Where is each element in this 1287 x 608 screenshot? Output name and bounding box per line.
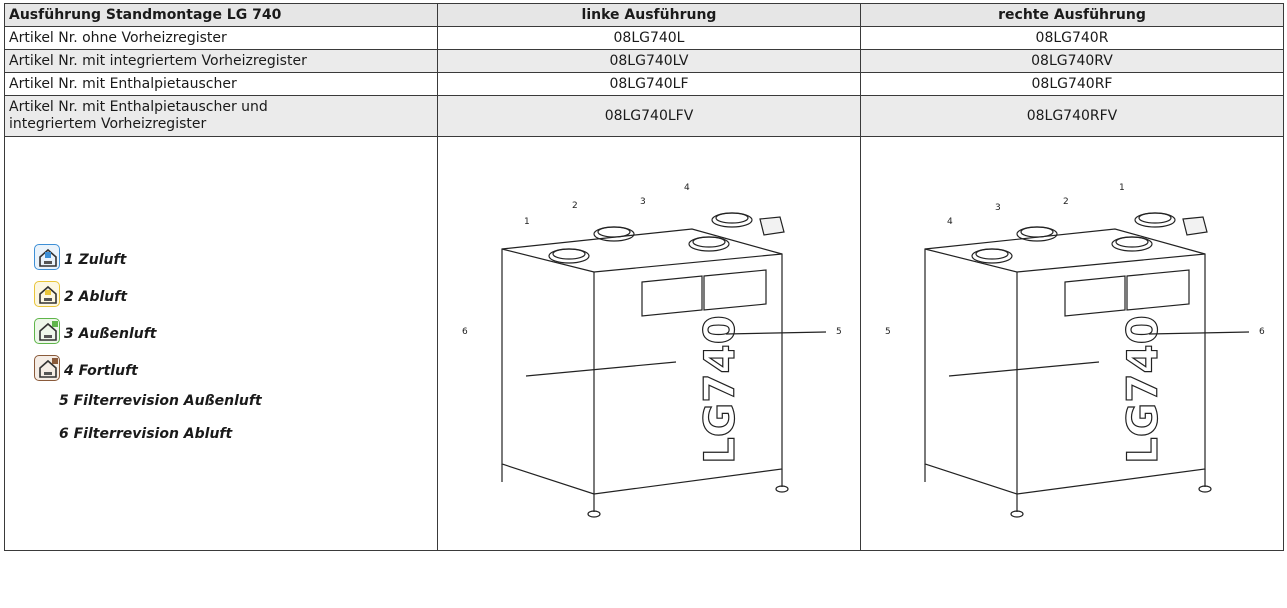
header-title: Ausführung Standmontage LG 740 — [4, 3, 438, 27]
callout-label: 4 — [684, 183, 690, 193]
table-row: Artikel Nr. ohne Vorheizregister 08LG740… — [4, 26, 1284, 50]
unit-drawing-left: LG740 1 2 3 4 5 6 — [462, 183, 842, 518]
callout-label: 6 — [1259, 327, 1265, 337]
callout-label: 5 — [836, 327, 842, 337]
legend-item: 6 Filterrevision Abluft — [59, 426, 233, 442]
article-left: 08LG740LFV — [437, 95, 861, 137]
article-right: 08LG740R — [860, 26, 1284, 50]
legend-cell: 1 Zuluft 2 Abluft 3 Außenluft — [4, 136, 438, 551]
house-supply-air-icon — [34, 243, 60, 270]
legend-item: 5 Filterrevision Außenluft — [59, 393, 262, 409]
table-row: Artikel Nr. mit Enthalpietauscher und in… — [4, 95, 1284, 137]
house-extract-air-icon — [34, 280, 60, 307]
article-right: 08LG740RF — [860, 72, 1284, 96]
callout-label: 1 — [1119, 183, 1125, 193]
callout-label: 2 — [1063, 197, 1069, 207]
unit-model-text: LG740 — [695, 315, 744, 464]
row-label: Artikel Nr. ohne Vorheizregister — [4, 26, 438, 50]
row-label-line2: integriertem Vorheizregister — [9, 116, 207, 132]
article-right: 08LG740RV — [860, 49, 1284, 73]
table-header-row: Ausführung Standmontage LG 740 linke Aus… — [4, 3, 1284, 27]
row-label-line1: Artikel Nr. mit Enthalpietauscher und — [9, 99, 268, 115]
row-label: Artikel Nr. mit integriertem Vorheizregi… — [4, 49, 438, 73]
house-exhaust-air-icon — [34, 354, 60, 381]
callout-label: 5 — [885, 327, 891, 337]
house-outdoor-air-icon — [34, 317, 60, 344]
article-right: 08LG740RFV — [860, 95, 1284, 137]
article-left: 08LG740L — [437, 26, 861, 50]
article-left: 08LG740LF — [437, 72, 861, 96]
legend-item: 2 Abluft — [34, 274, 433, 307]
callout-label: 1 — [524, 217, 530, 227]
header-left: linke Ausführung — [437, 3, 861, 27]
row-label: Artikel Nr. mit Enthalpietauscher und in… — [4, 95, 438, 137]
legend-item: 4 Fortluft — [34, 348, 433, 381]
table-row: Artikel Nr. mit Enthalpietauscher 08LG74… — [4, 72, 1284, 96]
drawing-right-cell: LG740 1 2 3 4 5 6 — [860, 136, 1284, 551]
header-right: rechte Ausführung — [860, 3, 1284, 27]
callout-label: 3 — [640, 197, 646, 207]
drawing-left-cell: LG740 1 2 3 4 5 6 — [437, 136, 861, 551]
unit-model-text: LG740 — [1118, 315, 1167, 464]
callout-label: 6 — [462, 327, 468, 337]
legend-item: 3 Außenluft — [34, 311, 433, 344]
callout-label: 2 — [572, 201, 578, 211]
table-row: Artikel Nr. mit integriertem Vorheizregi… — [4, 49, 1284, 73]
row-label: Artikel Nr. mit Enthalpietauscher — [4, 72, 438, 96]
specification-table: Ausführung Standmontage LG 740 linke Aus… — [4, 3, 1284, 551]
legend-item: 1 Zuluft — [34, 237, 433, 270]
drawing-row: 1 Zuluft 2 Abluft 3 Außenluft — [4, 136, 1284, 551]
legend: 1 Zuluft 2 Abluft 3 Außenluft — [9, 237, 433, 451]
article-left: 08LG740LV — [437, 49, 861, 73]
unit-drawing-right: LG740 1 2 3 4 5 6 — [885, 183, 1265, 518]
callout-label: 4 — [947, 217, 953, 227]
callout-label: 3 — [995, 203, 1001, 213]
